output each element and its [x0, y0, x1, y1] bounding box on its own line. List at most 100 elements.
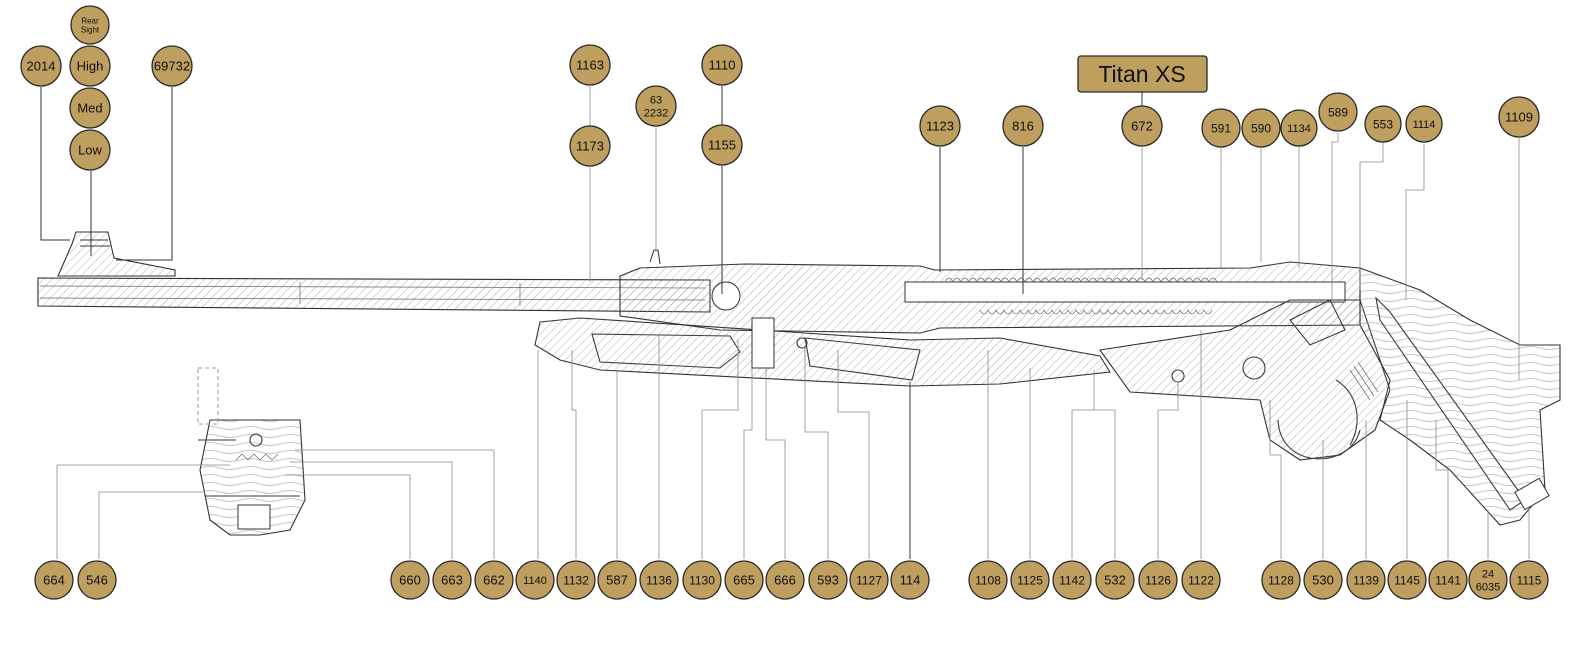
callout-circle	[1387, 560, 1427, 600]
callout-circle	[1468, 560, 1508, 600]
callout-label: 24	[1482, 569, 1494, 581]
barrel	[37, 277, 711, 313]
callout-label: 1155	[708, 138, 736, 153]
callout-circle	[1346, 560, 1386, 600]
callout-label: Med	[77, 101, 102, 116]
callout-label: High	[77, 59, 104, 74]
callout-1122: 1122	[1181, 560, 1221, 600]
callout-label: 1136	[646, 573, 672, 587]
callout-label: 1130	[689, 573, 715, 587]
callout-1128: 1128	[1261, 560, 1301, 600]
callout-label: 816	[1012, 119, 1034, 134]
callout-label: 1173	[576, 139, 604, 154]
callout-label: 664	[43, 573, 65, 588]
callout-1145: 1145	[1387, 560, 1427, 600]
callout-1130: 1130	[682, 560, 722, 600]
callout-672: 672	[1121, 105, 1163, 147]
callout-circle	[569, 125, 611, 167]
callout-circle	[77, 560, 117, 600]
rifle-drawing	[37, 231, 1561, 536]
callout-med: Med	[69, 87, 111, 129]
callout-label: 593	[817, 573, 839, 588]
callout-1155: 1155	[701, 124, 743, 166]
callout-665: 665	[724, 560, 764, 600]
callout-label: 1110	[709, 58, 736, 73]
callout-circle	[34, 560, 74, 600]
callout-1140: 1140	[515, 560, 555, 600]
callout-1114: 1114	[1405, 105, 1443, 143]
callout-587: 587	[597, 560, 637, 600]
callout-circle	[1241, 108, 1281, 148]
callout-label: 532	[1104, 573, 1126, 588]
callout-1108: 1108	[968, 560, 1008, 600]
callout-label: 1109	[1505, 110, 1533, 125]
callout-1136: 1136	[639, 560, 679, 600]
callout-circle	[1201, 108, 1241, 148]
diagram-title: Titan XS	[1098, 61, 1185, 87]
callout-664: 664	[34, 560, 74, 600]
callout-label: 2014	[27, 59, 56, 74]
callout-1132: 1132	[556, 560, 596, 600]
callout-circle	[556, 560, 596, 600]
callout-label: 546	[86, 573, 108, 588]
callout-circle	[635, 85, 677, 127]
callout-label: 2232	[644, 107, 668, 119]
callout-69732: 69732	[151, 45, 193, 87]
callout-label: 1122	[1188, 573, 1214, 587]
callout-circle	[1498, 96, 1540, 138]
callout-circle	[1364, 105, 1402, 143]
callout-530: 530	[1303, 560, 1343, 600]
callout-circle	[639, 560, 679, 600]
callout-circle	[1002, 105, 1044, 147]
callout-label: 663	[441, 573, 463, 588]
callout-label: 1140	[523, 575, 547, 587]
callout-label: 1126	[1145, 573, 1171, 587]
title-label: Titan XS	[1077, 55, 1208, 93]
callout-label: Sight	[81, 25, 100, 34]
callout-1141: 1141	[1428, 560, 1468, 600]
callout-circle	[1181, 560, 1221, 600]
callout-label: 1141	[1435, 573, 1461, 587]
callout-label: 63	[650, 95, 662, 107]
callout-label: Rear	[81, 16, 99, 25]
callout-circle	[1121, 105, 1163, 147]
callout-circle	[1405, 105, 1443, 143]
callout-low: Low	[69, 129, 111, 171]
callout-label: 590	[1251, 121, 1271, 135]
callout-593: 593	[808, 560, 848, 600]
callout-label: 1132	[563, 573, 589, 587]
callout-circle	[597, 560, 637, 600]
callout-label: 1115	[1517, 573, 1542, 587]
callout-label: 591	[1211, 121, 1231, 135]
callout-1142: 1142	[1052, 560, 1092, 600]
callout-circle	[151, 45, 193, 87]
callout-circle	[1509, 560, 1549, 600]
callout-circle	[69, 87, 111, 129]
callout-label: 1128	[1268, 573, 1294, 587]
callout-1125: 1125	[1010, 560, 1050, 600]
callout-circle	[569, 44, 611, 86]
callout-1109: 1109	[1498, 96, 1540, 138]
callout-high: High	[69, 45, 111, 87]
callout-circle	[432, 560, 472, 600]
callout-circle	[968, 560, 1008, 600]
callout-label: 1108	[975, 573, 1001, 587]
callout-circle	[1303, 560, 1343, 600]
callout-label: 672	[1131, 119, 1153, 134]
callout-591: 591	[1201, 108, 1241, 148]
callout-label: 1145	[1394, 573, 1420, 587]
callout-label: 114	[900, 573, 921, 588]
callout-label: 666	[774, 573, 796, 588]
rear-sight-block	[57, 231, 176, 277]
callout-1173: 1173	[569, 125, 611, 167]
callout-589: 589	[1318, 92, 1358, 132]
callout-label: 530	[1312, 573, 1334, 588]
callout-546: 546	[77, 560, 117, 600]
callout-1115: 1115	[1509, 560, 1549, 600]
callout-label: 1123	[926, 119, 954, 134]
callout-label: 1139	[1353, 573, 1379, 587]
leader-lines	[40, 86, 1530, 559]
callout-label: 1127	[856, 573, 882, 587]
